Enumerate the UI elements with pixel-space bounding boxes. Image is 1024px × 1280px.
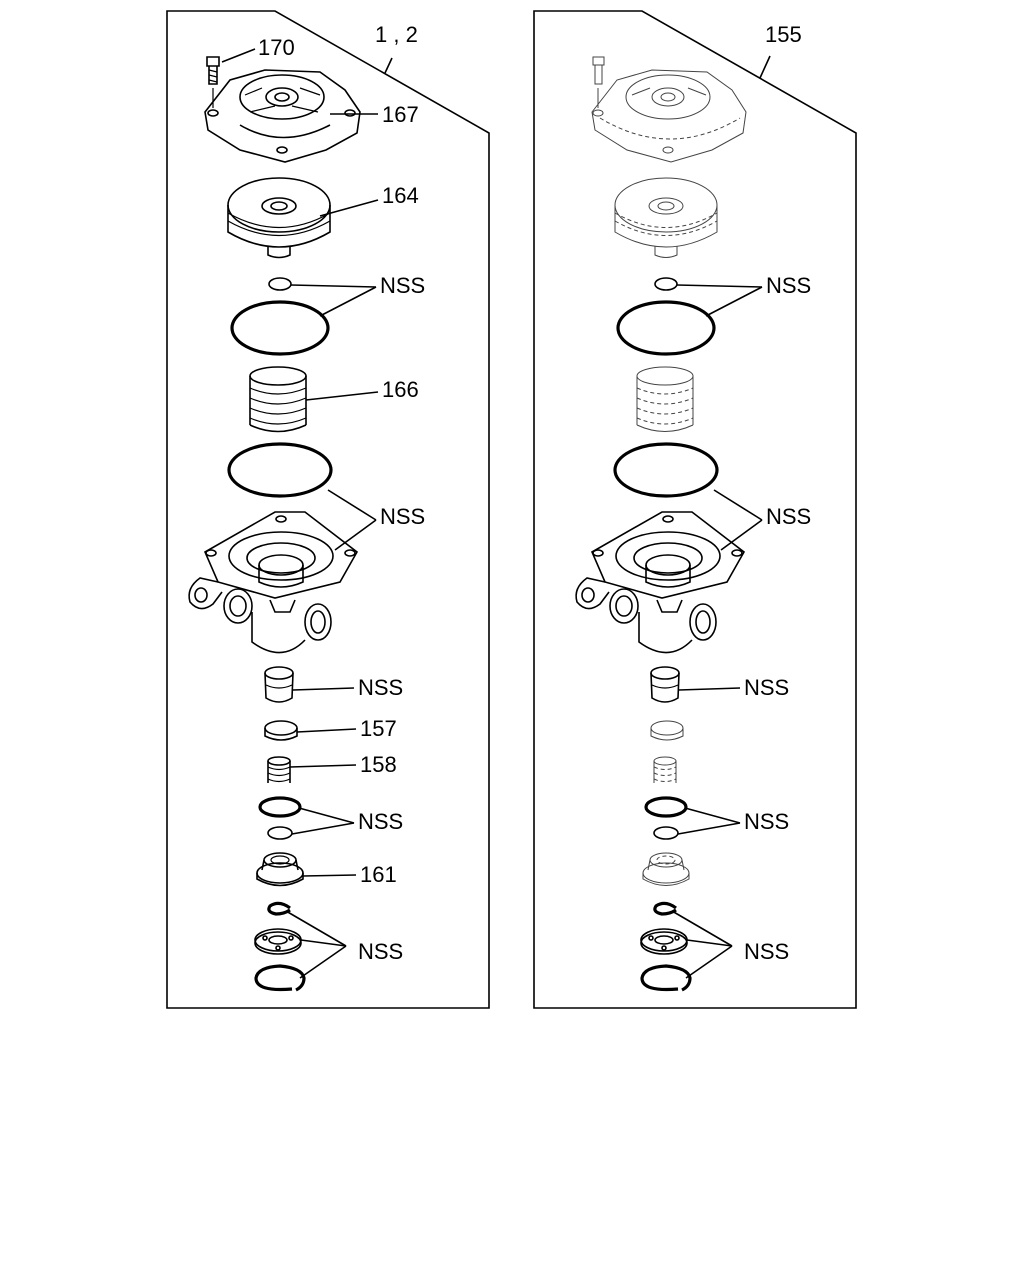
- group-label-leader: [759, 55, 771, 79]
- panel-left-border: [166, 10, 490, 1009]
- group-label: 1 , 2: [375, 22, 418, 47]
- part-label-nss-2: NSS: [766, 504, 811, 529]
- valve-body-part: [575, 511, 746, 654]
- spring-ghost: [636, 366, 694, 432]
- diaphragm-ghost: [614, 177, 718, 258]
- bolt-ghost: [592, 56, 605, 117]
- part-label-157: 157: [360, 716, 397, 741]
- diaphragm-part: [227, 177, 379, 259]
- panel-left: 1 , 2 170 167: [166, 10, 490, 1009]
- sleeve-part: [264, 666, 355, 703]
- sleeve-part: [650, 666, 741, 703]
- part-label-166: 166: [382, 377, 419, 402]
- part-label-nss-5: NSS: [358, 939, 403, 964]
- part-label-170: 170: [258, 35, 295, 60]
- part-label-nss-1: NSS: [380, 273, 425, 298]
- part-label-nss-4: NSS: [744, 809, 789, 834]
- oring-set-1: [230, 277, 377, 356]
- bolt-part: [206, 48, 256, 108]
- retainer-set: [640, 901, 733, 992]
- oring-set-2: [644, 796, 741, 840]
- small-spring-part: [267, 756, 357, 783]
- part-label-nss-3: NSS: [744, 675, 789, 700]
- panel-right: 155: [533, 10, 857, 1009]
- part-label-nss-5: NSS: [744, 939, 789, 964]
- group-label: 155: [765, 22, 802, 47]
- valve-seat-ghost: [642, 852, 690, 886]
- oring-set-1: [616, 277, 763, 356]
- cover-ghost: [591, 69, 747, 163]
- part-label-161: 161: [360, 862, 397, 887]
- cover-part: [204, 69, 378, 163]
- part-label-158: 158: [360, 752, 397, 777]
- part-label-nss-2: NSS: [380, 504, 425, 529]
- part-label-nss-4: NSS: [358, 809, 403, 834]
- ring-ghost: [650, 720, 684, 741]
- part-label-164: 164: [382, 183, 419, 208]
- part-label-nss-1: NSS: [766, 273, 811, 298]
- valve-seat-part: [256, 852, 357, 887]
- retainer-set: [254, 901, 347, 992]
- oring-set-2: [258, 796, 355, 840]
- part-label-nss-3: NSS: [358, 675, 403, 700]
- oring-large: [613, 442, 763, 551]
- small-spring-ghost: [653, 756, 677, 783]
- oring-large: [227, 442, 377, 551]
- valve-body-part: [188, 511, 359, 654]
- group-label-leader: [384, 57, 393, 74]
- ring-part: [264, 720, 357, 741]
- panel-right-border: [533, 10, 857, 1009]
- part-label-167: 167: [382, 102, 419, 127]
- spring-part: [249, 366, 379, 433]
